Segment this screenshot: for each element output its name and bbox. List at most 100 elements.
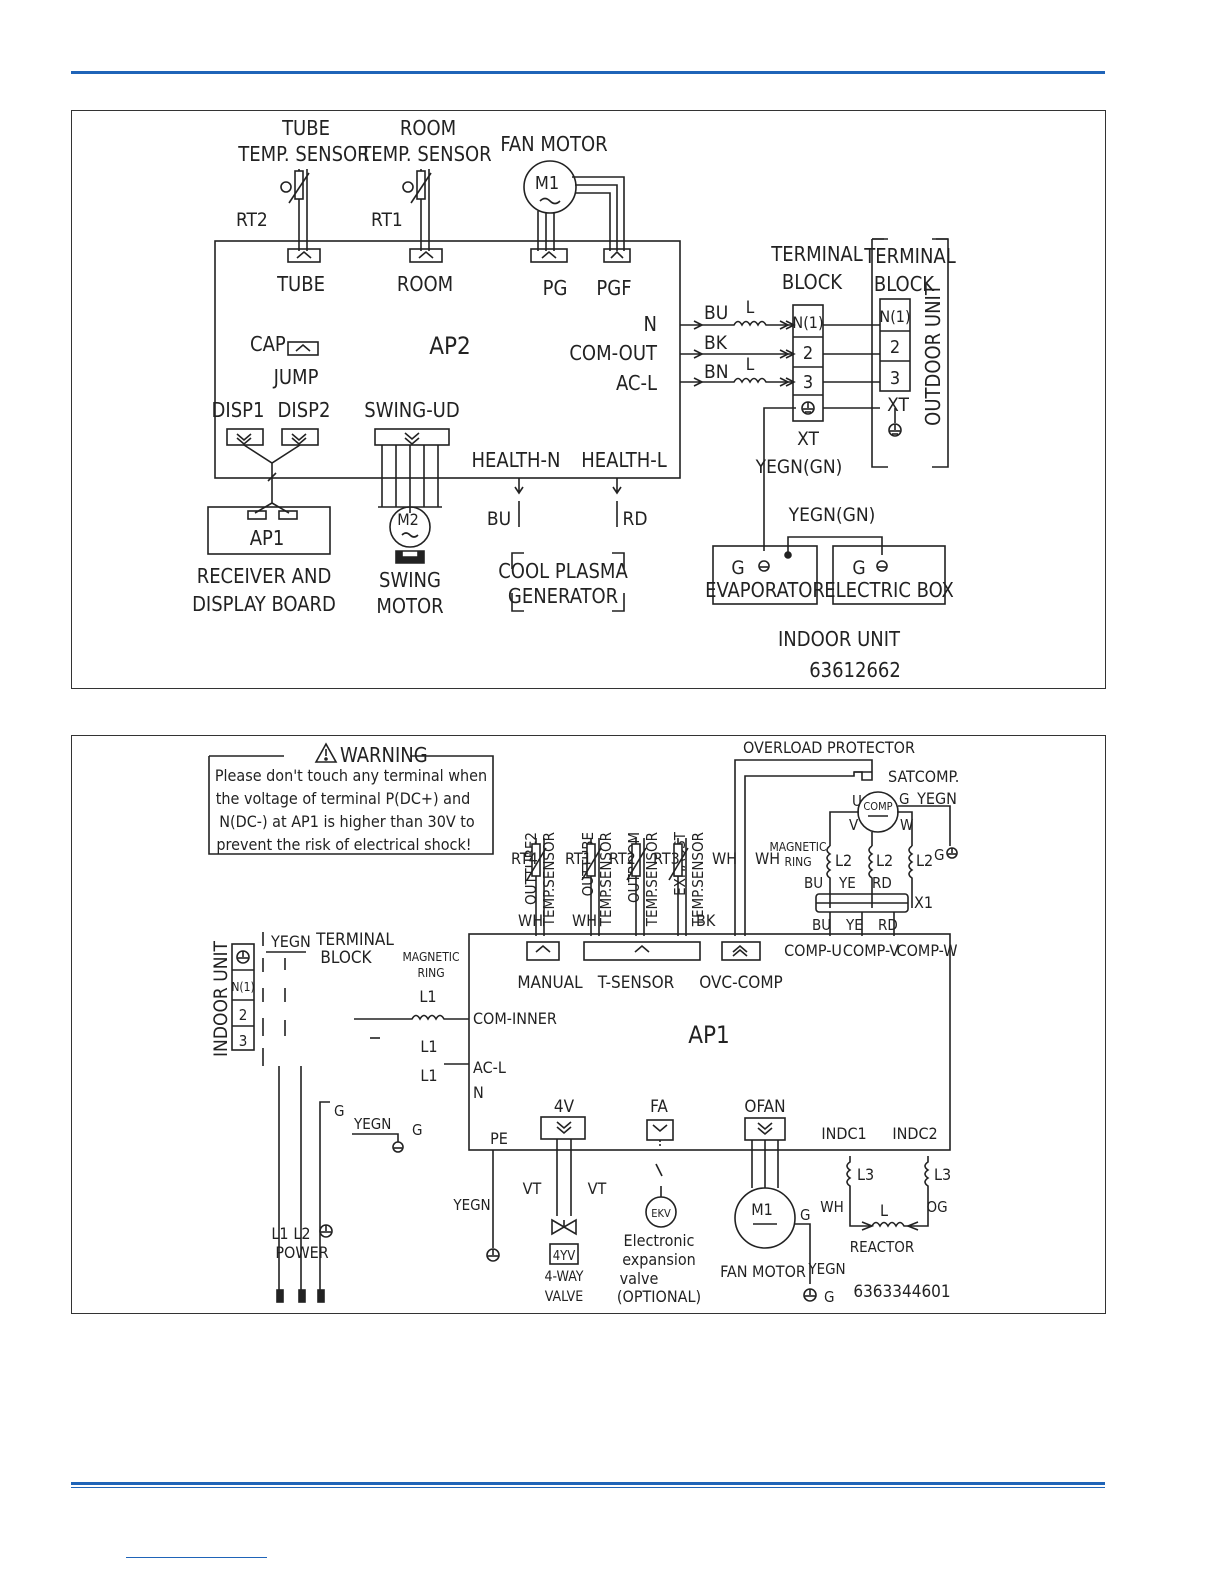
- outdoor-unit-label: OUTDOOR UNIT: [921, 283, 945, 426]
- plasma-label-1: COOL PLASMA: [498, 559, 628, 583]
- g-label-power: G: [334, 1102, 344, 1120]
- bn-label: BN: [704, 361, 729, 383]
- pg-connector: [530, 248, 568, 263]
- ovc-comp-label: OVC-COMP: [699, 973, 783, 993]
- com-out-label: COM-OUT: [569, 341, 658, 365]
- outdoor-terminal-block: [879, 298, 911, 392]
- g-fan-label: G: [824, 1288, 834, 1306]
- ac-l-label: AC-L: [616, 371, 657, 395]
- t-sensor-label: T-SENSOR: [597, 973, 675, 993]
- terminal-2: 2: [803, 343, 813, 364]
- terminal2-3: 3: [890, 368, 900, 389]
- swing-motor-m2-symbol: [389, 506, 431, 548]
- rt4-label: RT4: [511, 849, 538, 868]
- fan-motor-label: FAN MOTOR: [720, 1262, 806, 1281]
- yegn-gn-label: YEGN(GN): [755, 456, 843, 478]
- comp-label: COMP.: [915, 767, 960, 786]
- fan-motor-m1-label: M1: [535, 173, 559, 194]
- indoor-terminal-block: [231, 943, 255, 1051]
- tube-sensor-label-2: TEMP. SENSOR: [237, 142, 369, 166]
- warning-triangle-icon: [314, 742, 338, 763]
- xt-label: XT: [797, 428, 819, 450]
- room-sensor-label-2: TEMP. SENSOR: [359, 142, 491, 166]
- terminal-block2-label-1: TERMINAL: [863, 244, 955, 268]
- power-l2-label: L2: [293, 1224, 310, 1243]
- inductor-l-bottom: L: [746, 355, 755, 375]
- footer-rule-thick: [71, 1482, 1105, 1485]
- yegn-fan-label: YEGN: [807, 1260, 845, 1278]
- wh-label-2: WH: [572, 911, 597, 930]
- rt1-label: RT1: [371, 209, 403, 231]
- reactor-l-label: L: [880, 1201, 888, 1220]
- tube-label: TUBE: [276, 272, 325, 296]
- magnetic-ring-in-1: MAGNETIC: [402, 950, 459, 964]
- swing-ud-connector: [374, 428, 450, 446]
- receiver-label-1: RECEIVER AND: [197, 564, 332, 588]
- warning-line-4: prevent the risk of electrical shock!: [216, 835, 471, 854]
- warning-line-3: N(DC-) at AP1 is higher than 30V to: [219, 812, 475, 831]
- m2-label: M2: [397, 510, 419, 529]
- ye-x1-label: YE: [845, 916, 863, 934]
- outdoor-fan-motor-symbol: [734, 1187, 796, 1249]
- com-inner-label: COM-INNER: [473, 1009, 557, 1028]
- magnetic-ring-label-2: RING: [784, 855, 811, 869]
- xt2-label: XT: [887, 394, 909, 416]
- vt-label-1: VT: [523, 1179, 542, 1198]
- wh-reactor-label: WH: [820, 1198, 844, 1216]
- ekv-label: EKV: [651, 1207, 671, 1220]
- ground-g-comp: G: [934, 846, 944, 864]
- ye-comp-label: YE: [838, 874, 856, 892]
- og-reactor-label: OG: [926, 1198, 947, 1216]
- n-label: N: [644, 312, 657, 336]
- ofan-m1-label: M1: [751, 1200, 773, 1219]
- indoor-terminal-block: [792, 304, 824, 422]
- bu-health-label: BU: [487, 508, 511, 530]
- wh-label-4: WH: [755, 849, 780, 868]
- jump-connector: [287, 341, 319, 356]
- bk-label: BK: [704, 332, 728, 354]
- pg-label: PG: [543, 276, 568, 300]
- pgf-label: PGF: [596, 276, 631, 300]
- indoor-unit-label: INDOOR UNIT: [778, 627, 901, 651]
- sensor-outtube-2: TEMP.SENSOR: [597, 832, 615, 927]
- indoor-term-3: 3: [239, 1032, 248, 1050]
- evaporator-box: [712, 545, 818, 605]
- room-label: ROOM: [397, 272, 453, 296]
- indc1-label: INDC1: [821, 1124, 866, 1143]
- 4v-connector: [540, 1116, 586, 1140]
- sensor-outroom-2: TEMP.SENSOR: [643, 832, 661, 927]
- footer-rule-thin: [71, 1487, 1105, 1488]
- fan-motor-label: FAN MOTOR: [500, 132, 607, 156]
- magnetic-ring-label-1: MAGNETIC: [769, 840, 826, 854]
- magnetic-ring-in-2: RING: [417, 966, 444, 980]
- l2-label-1: L2: [835, 851, 852, 870]
- terminal-block-label-1: TERMINAL: [770, 242, 862, 266]
- wh-label-3: WH: [712, 849, 737, 868]
- swing-motor-label-1: SWING: [379, 568, 441, 592]
- swing-ud-label: SWING-UD: [364, 398, 459, 422]
- comp-u-label: COMP-U: [784, 941, 842, 960]
- wh-label-1: WH: [518, 911, 543, 930]
- ovc-comp-connector: [721, 941, 761, 961]
- 4yv-label: 4YV: [553, 1249, 576, 1264]
- terminal2-n1: N(1): [879, 307, 910, 326]
- ap2-board: [214, 240, 681, 479]
- comp-w: W: [900, 816, 913, 834]
- manual-label: MANUAL: [517, 973, 583, 993]
- comp-w-label: COMP-W: [897, 941, 958, 960]
- terminal-block-label-2: BLOCK: [320, 948, 372, 968]
- disp2-label: DISP2: [278, 398, 331, 422]
- l3-label-2: L3: [934, 1165, 951, 1184]
- evaporator-g: G: [731, 557, 744, 579]
- health-l-label: HEALTH-L: [581, 448, 667, 472]
- indc2-label: INDC2: [892, 1124, 937, 1143]
- comp-yegn-label: YEGN: [916, 789, 957, 808]
- comp-g: G: [899, 790, 909, 808]
- indoor-wiring-diagram: TUBE TEMP. SENSOR RT2 TUBE ROOM TEMP. SE…: [71, 110, 1106, 689]
- 4v-label: 4V: [554, 1097, 575, 1117]
- ap1-label: AP1: [688, 1021, 730, 1049]
- rd-health-label: RD: [622, 508, 647, 530]
- indoor-term-n1: N(1): [231, 980, 254, 994]
- outdoor-diagram-code: 6363344601: [853, 1282, 950, 1302]
- inductor-l-top: L: [746, 298, 755, 318]
